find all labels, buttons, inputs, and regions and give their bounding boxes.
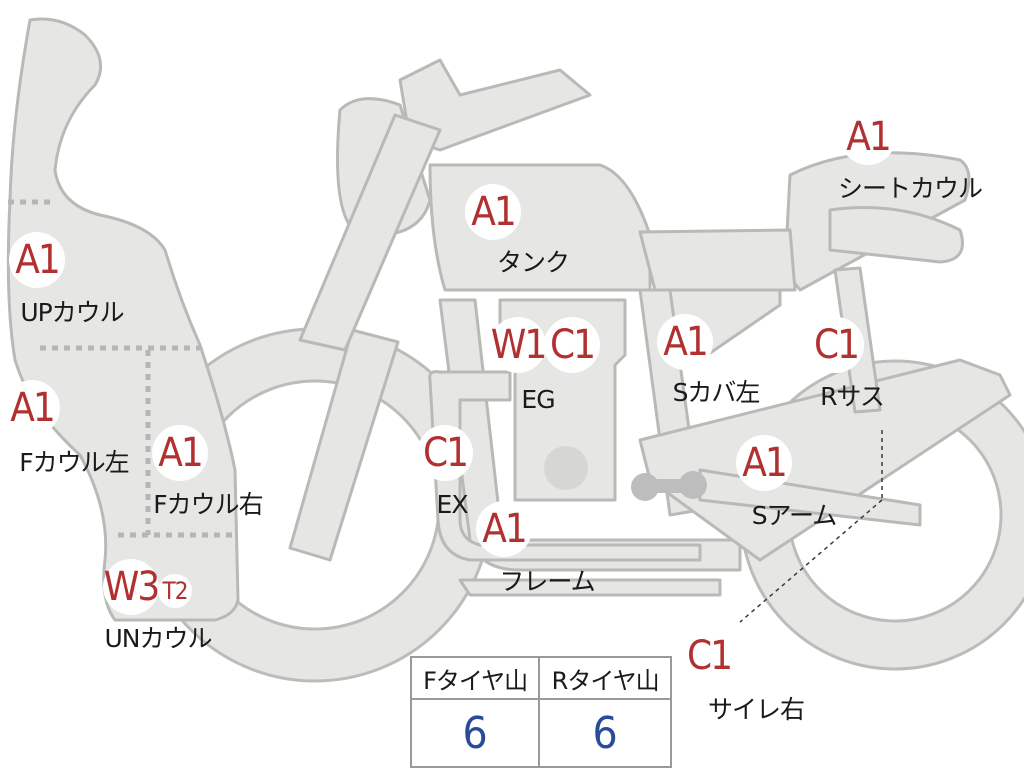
seat <box>638 228 797 292</box>
front-fork <box>288 328 400 562</box>
label-up-cowl: UPカウル <box>20 298 124 327</box>
label-f-cowl-left: Fカウル左 <box>19 448 129 477</box>
label-engine: EG <box>521 385 555 414</box>
label-f-cowl-right: Fカウル右 <box>153 490 263 519</box>
label-silencer-right: サイレ右 <box>707 695 805 724</box>
badge-swing-arm: A1 <box>736 435 792 491</box>
badge-r-suspension: C1 <box>808 317 864 373</box>
label-tank: タンク <box>496 248 570 277</box>
label-s-cover-left: Sカバ左 <box>672 378 761 407</box>
front-tire-header: Fタイヤ山 <box>409 656 541 700</box>
exhaust-pipe <box>428 370 702 562</box>
badge-engine-c: C1 <box>544 317 600 373</box>
badge-s-cover-left: A1 <box>657 314 713 370</box>
badge-frame: A1 <box>476 501 532 557</box>
tire-tread-table: Fタイヤ山 Rタイヤ山 6 6 <box>409 656 672 768</box>
badge-f-cowl-right: A1 <box>152 425 208 481</box>
badge-f-cowl-left: A1 <box>4 380 60 436</box>
label-seat-cowl: シートカウル <box>837 174 983 203</box>
label-un-cowl: UNカウル <box>104 624 213 653</box>
badge-exhaust: C1 <box>417 425 473 481</box>
front-tire-value: 6 <box>409 698 541 768</box>
badge-tank: A1 <box>465 184 521 240</box>
badge-un-cowl-w: W3 <box>103 559 160 615</box>
badge-silencer-right: C1 <box>681 628 737 684</box>
label-frame: フレーム <box>499 567 595 596</box>
badge-engine-w: W1 <box>490 317 547 373</box>
label-exhaust: EX <box>436 490 469 519</box>
rear-tire-header: Rタイヤ山 <box>538 656 672 700</box>
label-swing-arm: Sアーム <box>751 501 838 530</box>
badge-un-cowl-t: T2 <box>158 574 192 608</box>
label-r-suspension: Rサス <box>820 382 885 411</box>
rear-tire-value: 6 <box>538 698 672 768</box>
badge-up-cowl: A1 <box>9 232 65 288</box>
badge-seat-cowl: A1 <box>840 109 896 165</box>
